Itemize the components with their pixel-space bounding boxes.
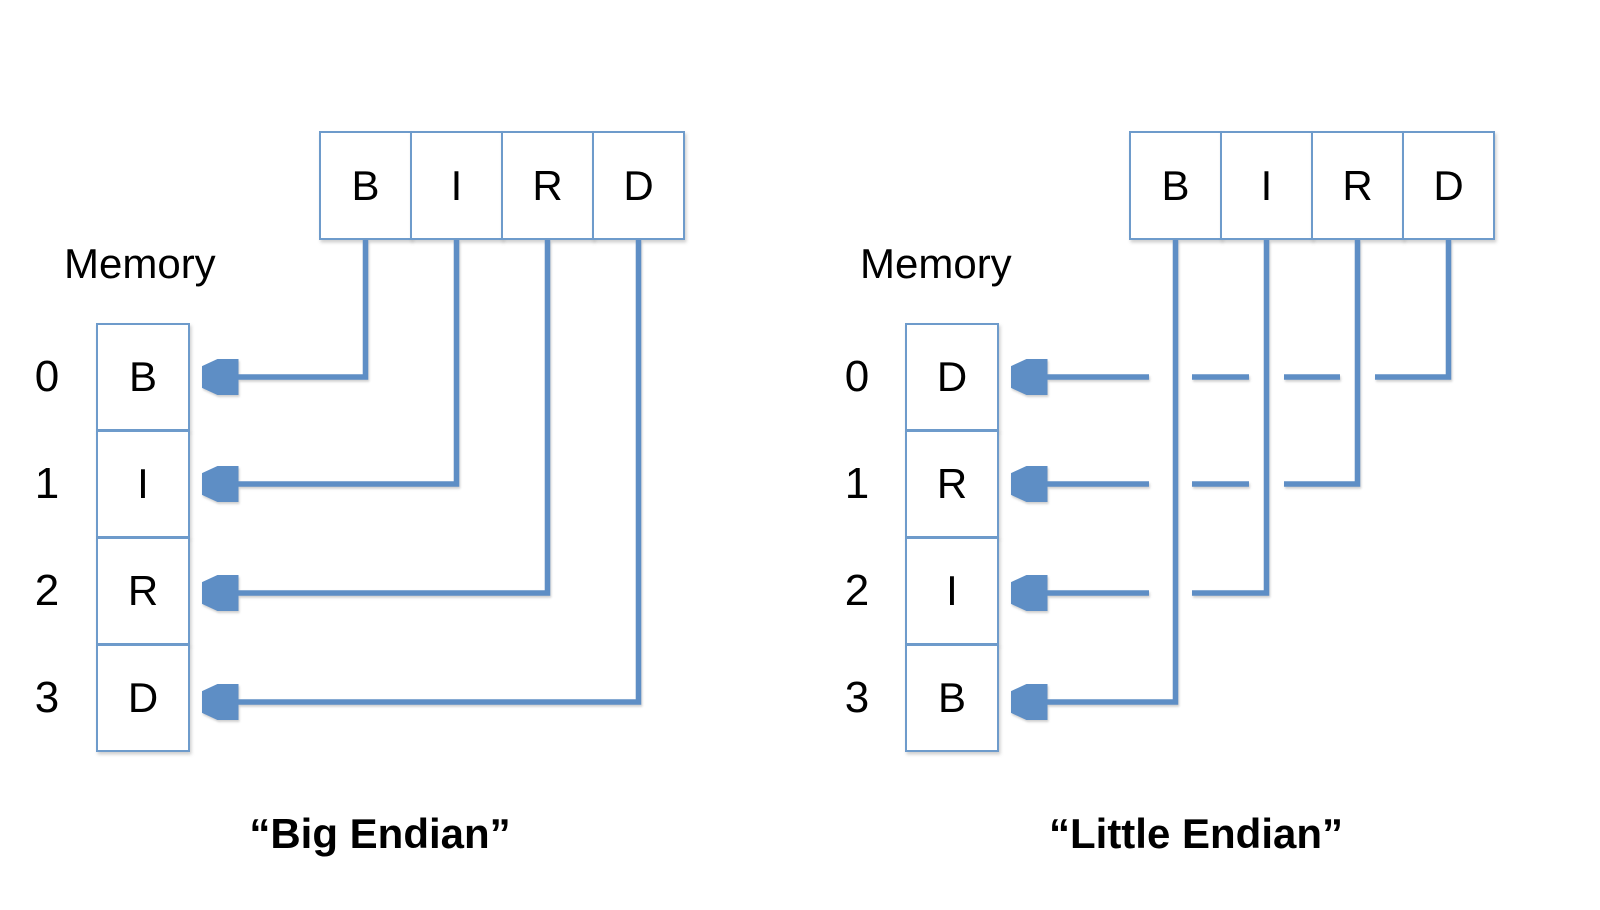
register-letter: I — [450, 161, 463, 209]
memory-letter: R — [127, 567, 159, 614]
address-label: 0 — [34, 352, 60, 401]
address-label: 1 — [34, 459, 60, 508]
register-letter: R — [1342, 161, 1373, 209]
register-letter: D — [623, 161, 654, 209]
address-label: 3 — [34, 673, 60, 722]
address-label: 2 — [844, 566, 870, 615]
memory-cell: I — [96, 430, 190, 538]
address-label: 3 — [844, 673, 870, 722]
memory-label: Memory — [860, 240, 1012, 287]
register-cell: R — [501, 131, 594, 240]
memory-cell: D — [905, 323, 999, 431]
memory-label: Memory — [64, 240, 216, 287]
address-label: 0 — [844, 352, 870, 401]
little-endian-diagram: B I R D Memory D R I B 0 1 2 3 “Little E… — [800, 0, 1600, 910]
register-cell: B — [319, 131, 412, 240]
memory-letter: D — [936, 353, 968, 400]
memory-letter: D — [127, 674, 159, 721]
register-letter: I — [1260, 161, 1273, 209]
register-cell: I — [410, 131, 503, 240]
register-cell: R — [1311, 131, 1404, 240]
memory-letter: I — [946, 567, 958, 614]
register-cell: I — [1220, 131, 1313, 240]
register-letter: B — [1161, 161, 1190, 209]
register-letter: R — [532, 161, 563, 209]
memory-cell: I — [905, 537, 999, 645]
address-label: 2 — [34, 566, 60, 615]
memory-cell: R — [96, 537, 190, 645]
diagram-title: “Little Endian” — [1049, 810, 1343, 857]
memory-cell: R — [905, 430, 999, 538]
diagram-title: “Big Endian” — [249, 810, 511, 857]
register-letter: B — [351, 161, 380, 209]
memory-cell: B — [905, 644, 999, 752]
register-cell: B — [1129, 131, 1222, 240]
memory-cell: B — [96, 323, 190, 431]
memory-letter: B — [937, 674, 966, 721]
memory-cell: D — [96, 644, 190, 752]
register-cell: D — [592, 131, 685, 240]
big-endian-diagram: B I R D Memory B I R D 0 1 2 3 “Big Endi… — [34, 131, 685, 857]
address-label: 1 — [844, 459, 870, 508]
register-letter: D — [1433, 161, 1464, 209]
memory-letter: R — [936, 460, 968, 507]
register-cell: D — [1402, 131, 1495, 240]
memory-letter: I — [137, 460, 149, 507]
memory-letter: B — [128, 353, 157, 400]
